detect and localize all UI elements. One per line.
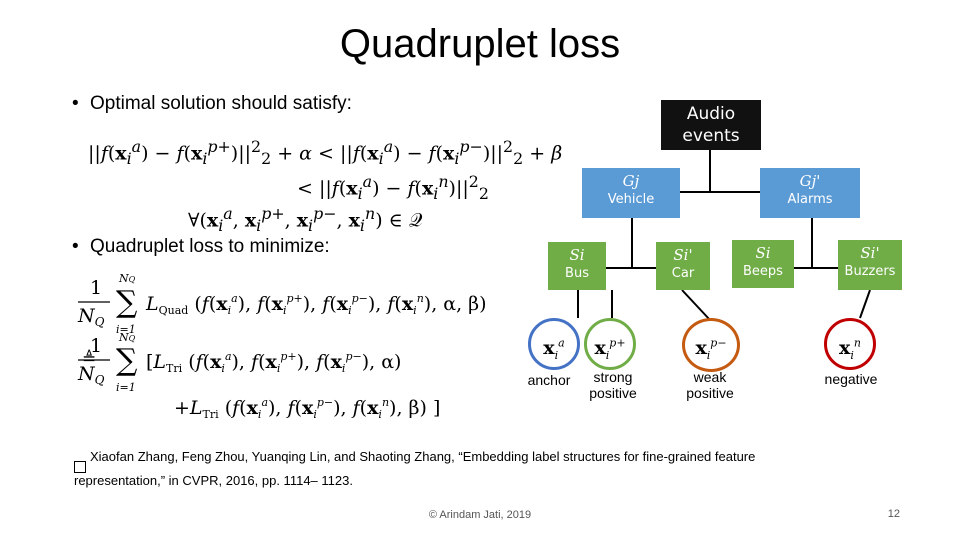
slide-title: Quadruplet loss [339, 22, 621, 66]
subgroup-node-label: Bus [565, 266, 589, 281]
reference-text: Xiaofan Zhang, Feng Zhou, Yuanqing Lin, … [74, 449, 756, 488]
svg-text:NQ: NQ [118, 331, 136, 344]
sample-anchor: xia [528, 318, 580, 370]
sample-anchor-symbol: xia [543, 337, 565, 363]
group-node-label: Vehicle [607, 192, 655, 207]
loss-eq-tri1: [LTri (f(xia), f(xip+), f(xip−), α) [146, 350, 401, 375]
group-node-symbol: Gj' [799, 172, 821, 190]
loss-eq-quad: LQuad (f(xia), f(xip+), f(xip−), f(xin),… [145, 292, 487, 317]
subgroup-node-label: Car [671, 266, 695, 281]
svg-text:NQ: NQ [118, 272, 136, 285]
subgroup-node-buzzers: Si' Buzzers [838, 240, 902, 290]
root-node-label: Audio events [682, 104, 740, 146]
subgroup-node-beeps: Si Beeps [732, 240, 794, 288]
group-node-alarms: Gj' Alarms [760, 168, 860, 218]
loss-eq-frac-num: 1 [90, 277, 102, 299]
subgroup-node-car: Si' Car [656, 242, 710, 290]
subgroup-node-symbol: Si' [673, 246, 693, 264]
subgroup-node-symbol: Si [569, 246, 585, 264]
constraint-eq-line1: ||f(xia) − f(xip+)||22 + α < ||f(xia) − … [88, 137, 563, 169]
subgroup-node-label: Beeps [743, 264, 783, 279]
group-node-symbol: Gj [622, 172, 640, 190]
sample-weak-positive: xip− [682, 318, 740, 372]
group-node-label: Alarms [787, 192, 833, 207]
loss-eq-tri2: +LTri (f(xia), f(xip−), f(xin), β) ] [174, 396, 440, 421]
sample-strong-positive-symbol: xip+ [594, 337, 626, 363]
bullet-constraint-text: Optimal solution should satisfy: [90, 93, 352, 114]
sample-negative-symbol: xin [839, 337, 861, 363]
sample-negative: xin [824, 318, 876, 370]
loss-eq-defeq: ≜ [82, 349, 96, 369]
svg-text:∑: ∑ [116, 343, 138, 378]
footer-copyright: © Arindam Jati, 2019 [428, 509, 532, 521]
svg-text:i=1: i=1 [116, 381, 136, 394]
subgroup-node-label: Buzzers [844, 264, 896, 279]
subgroup-node-symbol: Si [755, 244, 771, 262]
sample-negative-label: negative [824, 371, 878, 387]
bullet-dot: • [72, 93, 79, 114]
loss-equation: 1 NQ ∑ NQ i=1 LQuad (f(xia), f(xip+), f(… [77, 272, 487, 421]
subgroup-node-symbol: Si' [860, 244, 880, 262]
sample-weak-positive-symbol: xip− [695, 337, 727, 363]
group-node-vehicle: Gj Vehicle [582, 168, 680, 218]
constraint-eq-line3: ∀(xia, xip+, xip−, xin) ∈ 𝒬 [188, 204, 423, 236]
bullet-dot: • [72, 236, 79, 257]
svg-text:i=1: i=1 [116, 323, 136, 336]
sample-weak-positive-label: weak positive [686, 369, 734, 401]
reference-citation: qXiaofan Zhang, Feng Zhou, Yuanqing Lin,… [74, 449, 814, 488]
root-node-audio-events: Audio events [661, 100, 761, 150]
sample-anchor-label: anchor [527, 372, 571, 388]
bullet-loss: • Quadruplet loss to minimize: [72, 236, 330, 258]
sample-strong-positive-label: strong positive [589, 369, 637, 401]
constraint-eq-line2: < ||f(xia) − f(xin)||22 [297, 172, 489, 204]
reference-bullet-icon: q [74, 461, 86, 473]
bullet-loss-text: Quadruplet loss to minimize: [90, 236, 330, 257]
page-number: 12 [887, 508, 900, 520]
loss-eq-sum: ∑ [116, 285, 138, 320]
sample-strong-positive: xip+ [584, 318, 636, 370]
subgroup-node-bus: Si Bus [548, 242, 606, 290]
svg-text:1: 1 [90, 335, 102, 357]
bullet-constraint: • Optimal solution should satisfy: [72, 93, 352, 115]
